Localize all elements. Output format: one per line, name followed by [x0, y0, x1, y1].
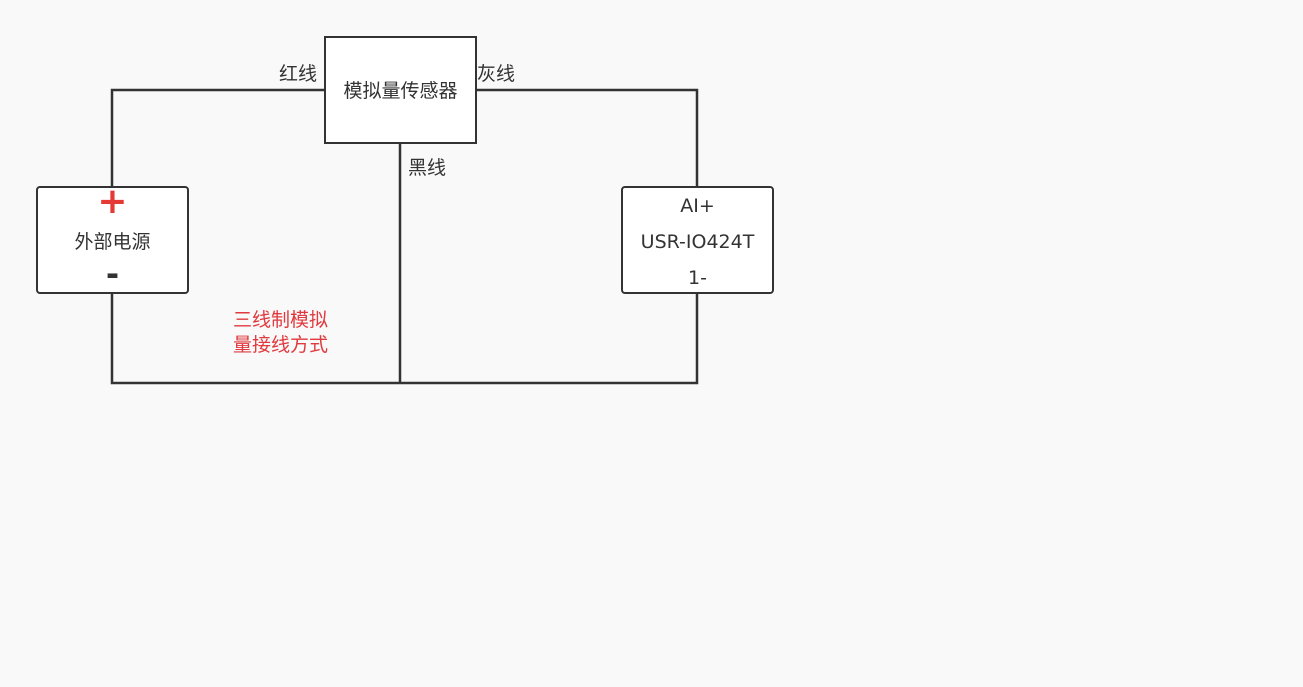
power-label: 外部电源 [74, 231, 151, 253]
power-plus: + [97, 181, 128, 222]
gray-wire-label: 灰线 [477, 63, 516, 85]
common-wire [110, 293, 699, 385]
wiring-note: 三线制模拟 量接线方式 [233, 308, 343, 358]
device-model: USR-IO424T [640, 231, 755, 253]
device-pin-terminal: 1- [688, 267, 707, 289]
wiring-note-line1: 三线制模拟 [233, 309, 329, 331]
black-wire-label: 黑线 [408, 157, 447, 179]
device-ai-terminal: AI+ [680, 195, 715, 217]
power-minus: - [105, 255, 120, 293]
sensor-box: 模拟量传感器 [324, 36, 477, 144]
wiring-note-line2: 量接线方式 [233, 334, 329, 356]
gray-wire [476, 88, 699, 187]
power-box: + 外部电源 - [36, 181, 189, 294]
red-wire [110, 88, 325, 187]
sensor-label: 模拟量传感器 [343, 80, 458, 102]
device-box: AI+ USR-IO424T 1- [621, 186, 774, 294]
red-wire-label: 红线 [279, 63, 318, 85]
